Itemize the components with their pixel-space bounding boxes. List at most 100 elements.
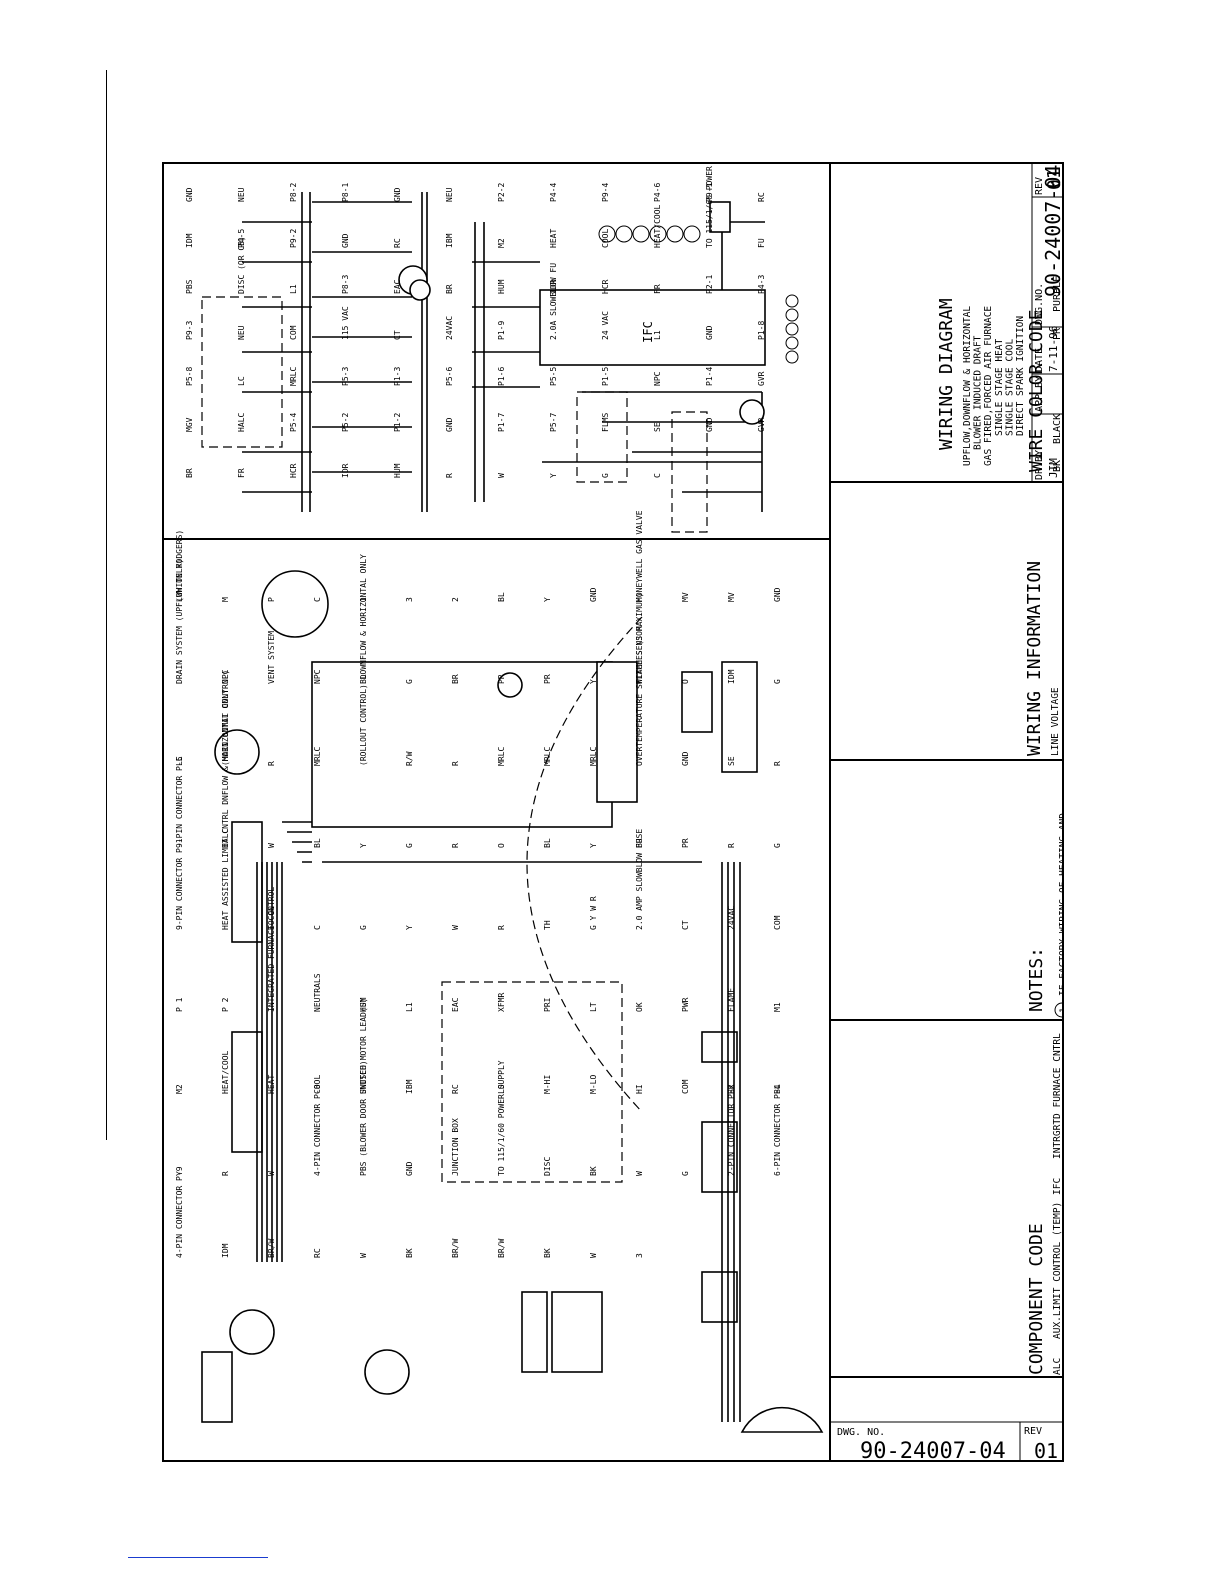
schematic-label: P5-8 <box>185 367 194 386</box>
wire-color-name: BROWN <box>1063 414 1064 444</box>
thermostat-terminal-circle <box>785 322 799 336</box>
schematic-label: P1-7 <box>497 413 506 432</box>
wire-color-name: BLACK <box>1052 414 1063 444</box>
pictorial-label: HEAT ASSISTED LIMIT CNTRL DNFLOW & HORIZ… <box>221 689 230 930</box>
pictorial-label: 2-PIN CONNECTOR P-2 <box>727 1084 736 1176</box>
pictorial-label: G <box>773 843 782 848</box>
wiring-diagram-title: WIRING DIAGRAM <box>936 298 957 450</box>
pictorial-label: PR <box>497 674 506 684</box>
schematic-label: GND <box>705 325 714 340</box>
pictorial-label: SE <box>727 756 736 766</box>
schematic-label: P5-5 <box>549 367 558 386</box>
ifc-output-circle <box>632 225 650 243</box>
schematic-label: GND <box>705 417 714 432</box>
schematic-label: P9-2 <box>289 229 298 248</box>
wire-color-code-title: WIRE COLOR CODE <box>1026 309 1047 472</box>
wiring-info-panel: WIRING INFORMATION LINE VOLTAGE-FACTORY … <box>1024 553 1218 756</box>
pictorial-label: M-HI <box>543 1075 552 1094</box>
note-number: 1 <box>1059 1008 1064 1013</box>
schematic-label: HCR <box>601 279 610 294</box>
pictorial-label: W <box>635 1171 644 1176</box>
schematic-label: IBM <box>445 233 454 248</box>
schematic-label: HALC <box>237 413 246 432</box>
schematic-label: P2-2 <box>497 183 506 202</box>
component-code-desc: INTRGRTD FURNACE CNTRL <box>1052 1033 1063 1159</box>
pictorial-label: M-LO <box>589 1075 598 1094</box>
pictorial-label: W <box>267 1171 276 1176</box>
pictorial-label: BR/W <box>451 1239 460 1258</box>
junction-box <box>721 661 758 773</box>
pictorial-label: GND <box>589 587 598 602</box>
component-code-desc: BLOWER RELAY <box>1063 1270 1064 1339</box>
schematic-label: 24VAC <box>445 316 454 340</box>
p9-connector <box>701 1271 738 1323</box>
thermostat-terminal-circle <box>785 294 799 308</box>
wire-color-abbr: BR <box>1063 459 1064 472</box>
schematic-label: P5-3 <box>341 367 350 386</box>
halc-dashed-group <box>671 411 708 533</box>
ifc-led-area <box>497 672 523 698</box>
p4-connector <box>701 1121 738 1193</box>
pictorial-label: MRLC <box>497 747 506 766</box>
schematic-label: RC <box>757 192 766 202</box>
pictorial-label: (MAIN LIMIT CONTROL) <box>221 670 230 766</box>
bottom-dwg-no: 90-24007-04 <box>860 1439 1006 1464</box>
schematic-label: EAC <box>393 279 402 294</box>
pictorial-label: IBM <box>405 1079 414 1094</box>
pictorial-label: BK <box>589 1166 598 1176</box>
schematic-label: HUM <box>393 463 402 478</box>
schematic-label: BR <box>185 468 194 478</box>
pictorial-label: W <box>589 1253 598 1258</box>
component-code-abbr: BR <box>1063 1363 1064 1375</box>
ifc-output-circle <box>683 225 701 243</box>
schematic-label: P9-4 <box>601 183 610 202</box>
schematic-label: CT <box>393 330 402 340</box>
pictorial-label: BR/W <box>497 1239 506 1258</box>
schematic-label: P1-9 <box>497 321 506 340</box>
schematic-label: BR <box>445 284 454 294</box>
ibm-motor-plug <box>261 570 329 638</box>
schematic-label: IDR <box>341 463 350 478</box>
component-code-abbr: IFC <box>1052 1178 1063 1195</box>
lc-switch <box>551 1291 603 1373</box>
drain-npc <box>229 1309 275 1355</box>
pictorial-label: BR/W <box>267 1239 276 1258</box>
wiring-diagram-line: SINGLE STAGE HEAT <box>994 338 1005 436</box>
bottom-rev: 01 <box>1034 1439 1058 1463</box>
schematic-label: 24 VAC <box>601 311 610 340</box>
wiring-diagram-line: SINGLE STAGE COOL <box>1004 338 1015 436</box>
pictorial-label: R <box>773 761 782 766</box>
pictorial-label: MRLC <box>589 747 598 766</box>
pictorial-label: 4-PIN CONNECTOR P-8 <box>313 1084 322 1176</box>
component-code-title: COMPONENT CODE <box>1026 1223 1047 1375</box>
schematic-label: P4-3 <box>757 275 766 294</box>
schematic-label: P8-2 <box>289 183 298 202</box>
notes-panel: NOTES: 1IF FACTORY WIRING OF HEATING AND… <box>1026 813 1177 1018</box>
dr-by-value: JIM <box>1047 458 1060 478</box>
pictorial-label: OVERTEMPERATURE SWITCHES (3 MAXIMUM) <box>635 593 644 766</box>
schematic-label: P1-2 <box>393 413 402 432</box>
pictorial-label: DISC <box>543 1157 552 1176</box>
pictorial-label: R <box>451 843 460 848</box>
pictorial-label: NPC <box>221 669 230 684</box>
schematic-label: NEU <box>445 187 454 202</box>
pictorial-label: LC <box>175 756 184 766</box>
title-block: DR.BY JIM APP.BY DATE 7-11-96 DWG.NO. 90… <box>1031 163 1065 482</box>
pictorial-label: G <box>359 925 368 930</box>
schematic-label: IDM <box>185 233 194 248</box>
wire-color-abbr: R <box>1063 333 1064 340</box>
pictorial-label: HI <box>635 1084 644 1094</box>
schematic-label: HEAT/COOL <box>653 204 662 248</box>
pictorial-label: W <box>359 1253 368 1258</box>
schematic-label: MGV <box>185 417 194 432</box>
pictorial-label: M1 <box>773 1002 782 1012</box>
schematic-label: P1-4 <box>705 367 714 386</box>
schematic-label: P5-6 <box>445 367 454 386</box>
pictorial-label: IDM <box>221 1243 230 1258</box>
wire-color-abbr: PR <box>1052 327 1063 340</box>
wiring-diagram-line: BLOWER INDUCED DRAFT <box>973 335 984 450</box>
schematic-label: GND <box>341 233 350 248</box>
pictorial-label: MV <box>727 592 736 602</box>
